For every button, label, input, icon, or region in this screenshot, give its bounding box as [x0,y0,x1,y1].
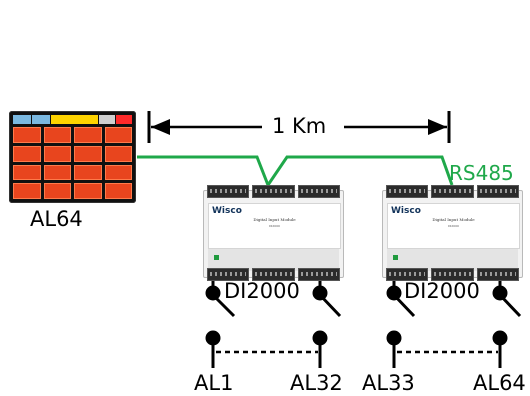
terminal-strip-top [207,185,340,198]
module-lower-body [387,249,518,271]
alarm-cell [104,145,132,162]
input-label-al64: AL64 [473,371,526,395]
module-2-label: DI2000 [404,279,480,303]
di2000-module-2: Wisco Digital Input Module DI2000 [382,185,523,281]
arrowhead-right [428,119,447,135]
module-brand: Wisco [212,206,242,216]
panel-header-cell [50,115,99,124]
panel-name-label: AL64 [30,207,83,231]
alarm-cell [13,127,41,143]
alarm-cell [104,164,132,181]
terminal-strip-bottom [207,268,340,281]
status-led [393,255,398,260]
module-face-title: Digital Input Module [253,217,296,222]
module-face-sub: DI2000 [269,224,280,228]
alarm-cell [104,183,132,199]
arrowhead-left [151,119,170,135]
module-face-title: Digital Input Module [432,217,475,222]
alarm-cell [74,127,102,143]
di2000-module-1: Wisco Digital Input Module DI2000 [203,185,344,281]
alarm-cell [43,164,71,181]
module-lower-body [208,249,339,271]
alarm-cell [104,127,132,143]
rs485-bus-line [137,155,454,189]
alarm-cell [74,183,102,199]
switch-group-2 [386,272,522,368]
switch-group-1 [205,272,342,368]
alarm-cell [43,183,71,199]
panel-header-cell [116,115,132,124]
alarm-cell [74,164,102,181]
alarm-cell [74,145,102,162]
alarm-grid [13,127,132,199]
panel-header-cell [99,115,116,124]
panel-header-cell [13,115,31,124]
alarm-cell [13,164,41,181]
rs485-label: RS485 [449,161,514,185]
terminal-strip-bottom [386,268,519,281]
module-brand: Wisco [391,206,421,216]
distance-label: 1 Km [272,114,327,138]
module-face-sub: DI2000 [448,224,459,228]
al64-panel [9,111,136,203]
terminal-strip-top [386,185,519,198]
input-label-al1: AL1 [194,371,234,395]
alarm-cell [13,145,41,162]
module-faceplate: Wisco Digital Input Module DI2000 [208,203,341,249]
module-faceplate: Wisco Digital Input Module DI2000 [387,203,520,249]
alarm-cell [43,145,71,162]
input-label-al33: AL33 [362,371,415,395]
module-1-label: DI2000 [224,279,300,303]
panel-header-bar [13,115,132,124]
alarm-cell [13,183,41,199]
panel-header-cell [31,115,50,124]
input-label-al32: AL32 [290,371,343,395]
alarm-cell [43,127,71,143]
status-led [214,255,219,260]
